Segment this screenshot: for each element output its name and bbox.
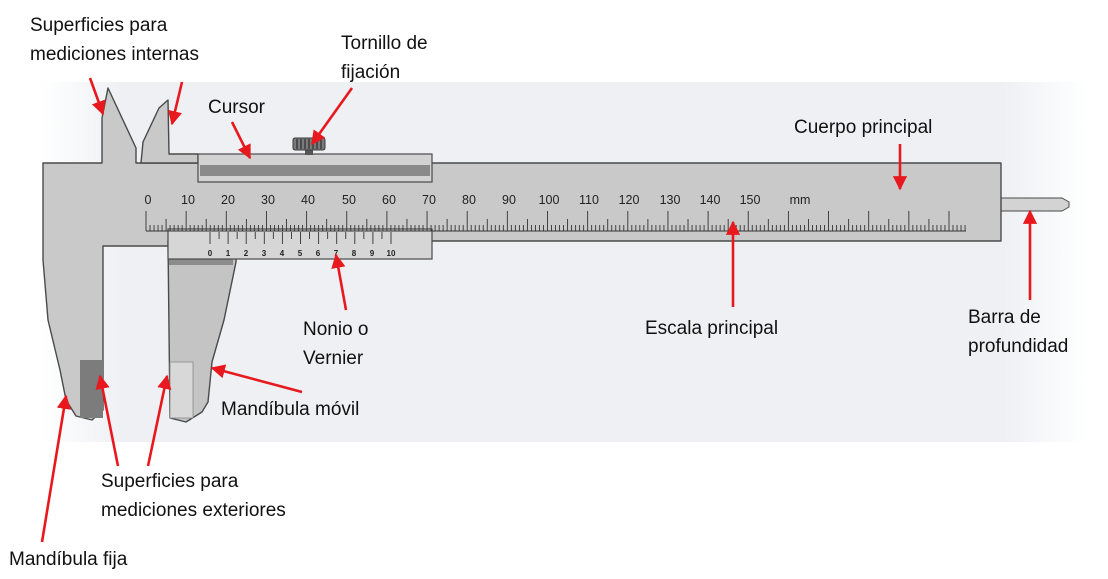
label-tornillo-1: Tornillo de	[341, 33, 428, 54]
depth-bar	[999, 197, 1070, 212]
main-scale-ticks	[145, 211, 966, 232]
arrow-ext-fixed	[95, 374, 120, 467]
arrow-screw	[310, 87, 354, 146]
arrow-internal-movable	[168, 81, 184, 126]
scale-number: 140	[700, 193, 721, 207]
movable-jaw-face	[169, 361, 194, 419]
scale-number: 10	[181, 193, 195, 207]
scale-number: 50	[342, 193, 356, 207]
arrow-mandibula-fija	[40, 394, 71, 543]
vernier-plate	[167, 228, 433, 260]
scale-number: 30	[261, 193, 275, 207]
label-superficies-exteriores-2: mediciones exteriores	[101, 500, 286, 521]
vernier-number: 3	[262, 249, 267, 258]
label-nonio-2: Vernier	[303, 348, 364, 369]
scale-number: 60	[382, 193, 396, 207]
vernier-number: 10	[387, 249, 396, 258]
label-superficies-internas-1: Superficies para	[30, 15, 168, 36]
label-mandibula-fija: Mandíbula fija	[9, 549, 128, 570]
label-mandibula-movil: Mandíbula móvil	[221, 399, 360, 420]
vernier-number: 5	[298, 249, 303, 258]
scale-number: 80	[462, 193, 476, 207]
arrow-mandibula-movil	[210, 364, 303, 394]
label-superficies-internas-2: mediciones internas	[30, 44, 199, 65]
label-cursor: Cursor	[208, 97, 266, 118]
arrow-cursor	[230, 121, 252, 160]
vernier-number: 4	[280, 249, 285, 258]
label-escala-principal: Escala principal	[645, 318, 779, 339]
scale-number: 90	[502, 193, 516, 207]
scale-number: 150	[740, 193, 761, 207]
scale-number: 100	[539, 193, 560, 207]
label-barra-1: Barra de	[968, 307, 1041, 328]
vernier-number: 8	[352, 249, 357, 258]
scale-number: 40	[301, 193, 315, 207]
vernier-number: 1	[226, 249, 231, 258]
arrow-nonio	[331, 253, 348, 311]
vernier-scale-ticks	[209, 232, 392, 244]
vernier-number: 9	[370, 249, 375, 258]
scale-unit: mm	[790, 193, 811, 207]
movable-jaw-band	[169, 258, 233, 265]
label-tornillo-2: fijación	[341, 62, 401, 83]
vernier-number: 6	[316, 249, 321, 258]
label-superficies-exteriores-1: Superficies para	[101, 471, 239, 492]
arrow-internal-fixed	[88, 77, 106, 116]
scale-number: 70	[422, 193, 436, 207]
scale-number: 110	[579, 193, 599, 207]
label-nonio-1: Nonio o	[303, 319, 369, 340]
vernier-number: 7	[334, 249, 339, 258]
fixed-jaw-shadow	[80, 360, 103, 418]
vernier-number: 2	[244, 249, 249, 258]
scale-number: 20	[221, 193, 235, 207]
scale-number: 120	[619, 193, 640, 207]
scale-number: 0	[145, 193, 152, 207]
label-barra-2: profundidad	[968, 336, 1069, 357]
label-cuerpo-principal: Cuerpo principal	[794, 117, 933, 138]
vernier-number: 0	[208, 249, 213, 258]
slider-slot	[200, 165, 430, 176]
scale-number: 130	[660, 193, 681, 207]
arrow-ext-movable	[146, 374, 172, 467]
